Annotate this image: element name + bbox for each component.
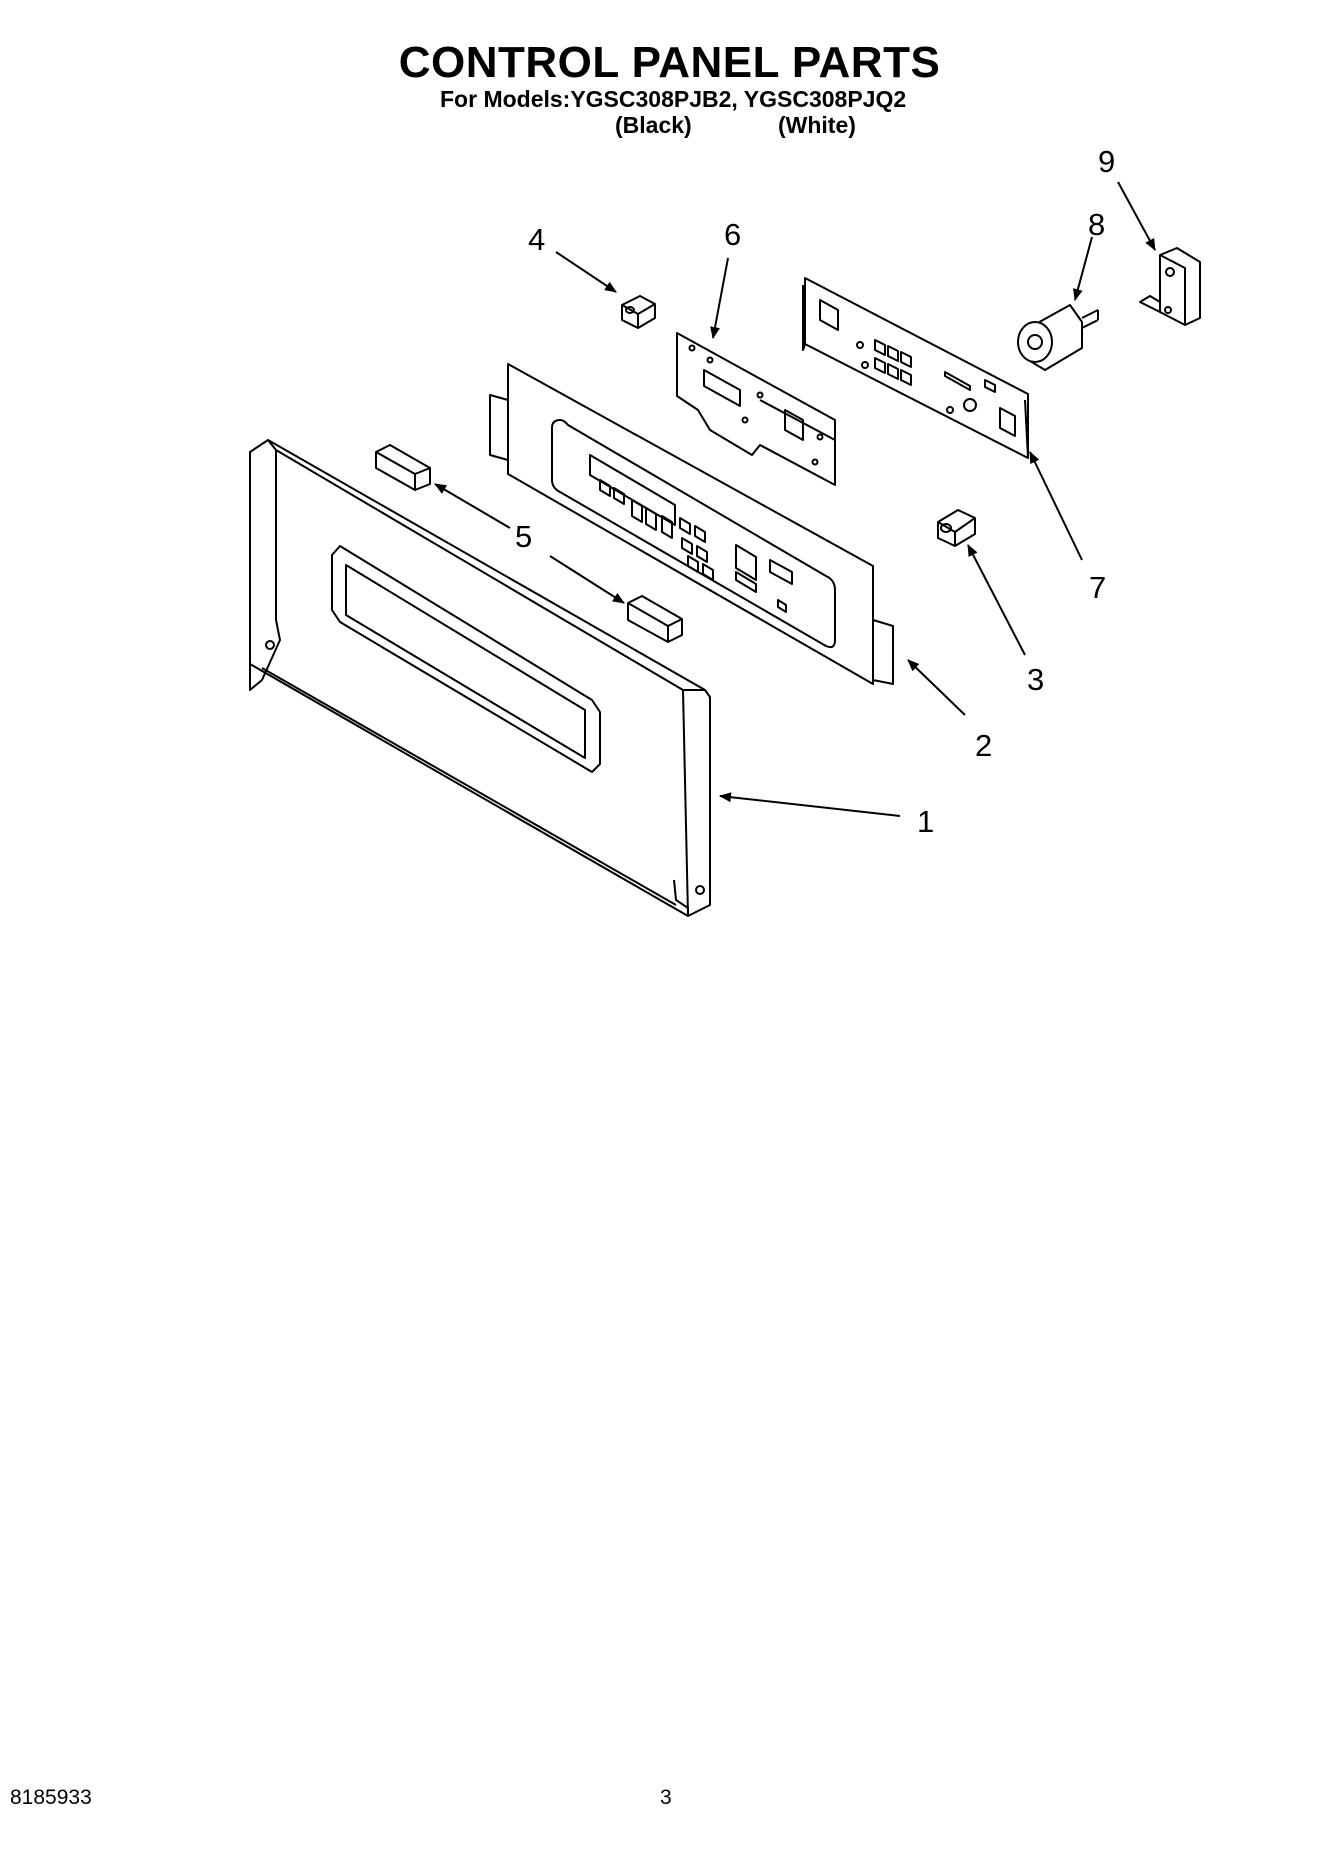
callout-5: 5 (515, 519, 532, 554)
part-1-control-panel-housing (249, 439, 711, 917)
part-6-insulator (676, 332, 836, 486)
part-4-spacer (621, 295, 656, 329)
part-9-bracket (1139, 247, 1201, 326)
page-title: CONTROL PANEL PARTS (398, 38, 941, 87)
variant-black: (Black) (615, 112, 692, 138)
callout-labels: 1 2 3 4 5 6 7 8 9 (515, 144, 1115, 839)
callout-8: 8 (1088, 207, 1105, 242)
variant-white: (White) (778, 112, 856, 138)
part-5-magnets (375, 444, 683, 643)
callout-6: 6 (724, 217, 741, 252)
callout-3: 3 (1027, 662, 1044, 697)
callout-4: 4 (528, 222, 545, 257)
part-2-overlay (489, 363, 894, 685)
callout-1: 1 (917, 804, 934, 839)
part-3-spacer (937, 509, 976, 547)
callout-9: 9 (1098, 144, 1115, 179)
callout-2: 2 (975, 728, 992, 763)
page-number: 3 (660, 1786, 672, 1809)
document-number: 8185933 (10, 1786, 92, 1809)
leader-lines (434, 181, 1156, 817)
callout-7: 7 (1089, 570, 1106, 605)
part-8-connector (1017, 304, 1099, 371)
part-7-control-board (802, 277, 1029, 459)
models-line: For Models:YGSC308PJB2, YGSC308PJQ2 (440, 86, 907, 112)
